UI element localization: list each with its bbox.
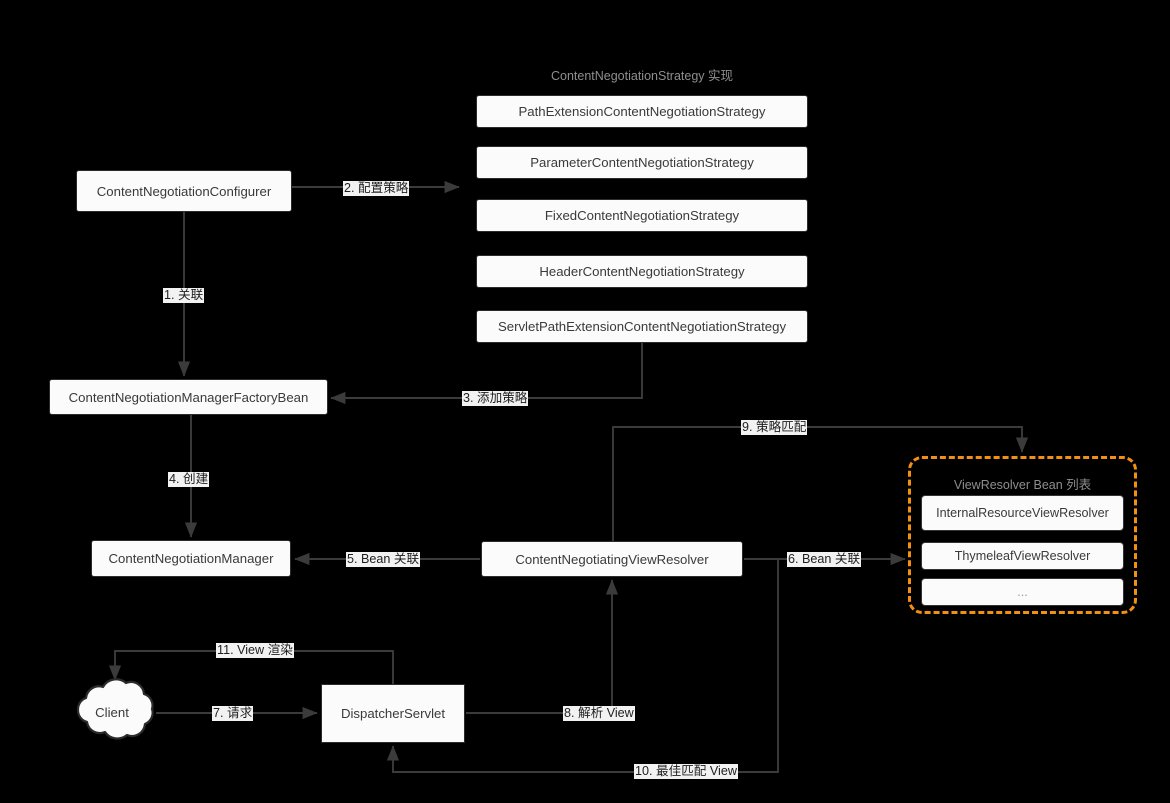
edge-8-path [466, 579, 619, 714]
viewresolver-item-more[interactable]: ... [921, 578, 1124, 606]
edge-label-10: 10. 最佳匹配 View [634, 764, 738, 779]
strategy-item-fixed[interactable]: FixedContentNegotiationStrategy [476, 199, 808, 232]
edge-label-9: 9. 策略匹配 [741, 420, 808, 435]
edge-label-8: 8. 解析 View [563, 706, 635, 721]
strategy-item-servlet-path-extension[interactable]: ServletPathExtensionContentNegotiationSt… [476, 310, 808, 343]
node-content-negotiation-manager-factory-bean[interactable]: ContentNegotiationManagerFactoryBean [49, 379, 328, 415]
edge-label-2: 2. 配置策略 [343, 181, 410, 196]
edge-label-3: 3. 添加策略 [462, 391, 529, 406]
strategy-item-header[interactable]: HeaderContentNegotiationStrategy [476, 255, 808, 288]
node-content-negotiating-view-resolver[interactable]: ContentNegotiatingViewResolver [481, 541, 743, 577]
viewresolver-group-title: ViewResolver Bean 列表 [953, 478, 1092, 492]
viewresolver-item-internal-resource[interactable]: InternalResourceViewResolver [921, 495, 1124, 531]
edge-10-path [386, 559, 779, 773]
node-content-negotiation-configurer[interactable]: ContentNegotiationConfigurer [76, 170, 292, 212]
node-dispatcher-servlet[interactable]: DispatcherServlet [321, 684, 465, 743]
edge-9-path [612, 426, 1029, 541]
edge-label-1: 1. 关联 [163, 288, 205, 303]
node-content-negotiation-manager[interactable]: ContentNegotiationManager [91, 540, 291, 577]
node-client-label: Client [95, 705, 129, 720]
viewresolver-item-thymeleaf[interactable]: ThymeleafViewResolver [921, 542, 1124, 570]
edge-3-path [330, 343, 643, 405]
viewresolver-group [908, 456, 1137, 614]
strategy-item-path-extension[interactable]: PathExtensionContentNegotiationStrategy [476, 95, 808, 128]
edge-label-6: 6. Bean 关联 [787, 552, 862, 567]
edge-label-7: 7. 请求 [212, 706, 254, 721]
edge-label-4: 4. 创建 [168, 472, 210, 487]
edge-label-5: 5. Bean 关联 [346, 552, 421, 567]
node-client-cloud[interactable] [62, 676, 162, 752]
strategy-group-title: ContentNegotiationStrategy 实现 [550, 69, 734, 83]
edge-label-11: 11. View 渲染 [216, 643, 294, 658]
strategy-item-parameter[interactable]: ParameterContentNegotiationStrategy [476, 146, 808, 179]
